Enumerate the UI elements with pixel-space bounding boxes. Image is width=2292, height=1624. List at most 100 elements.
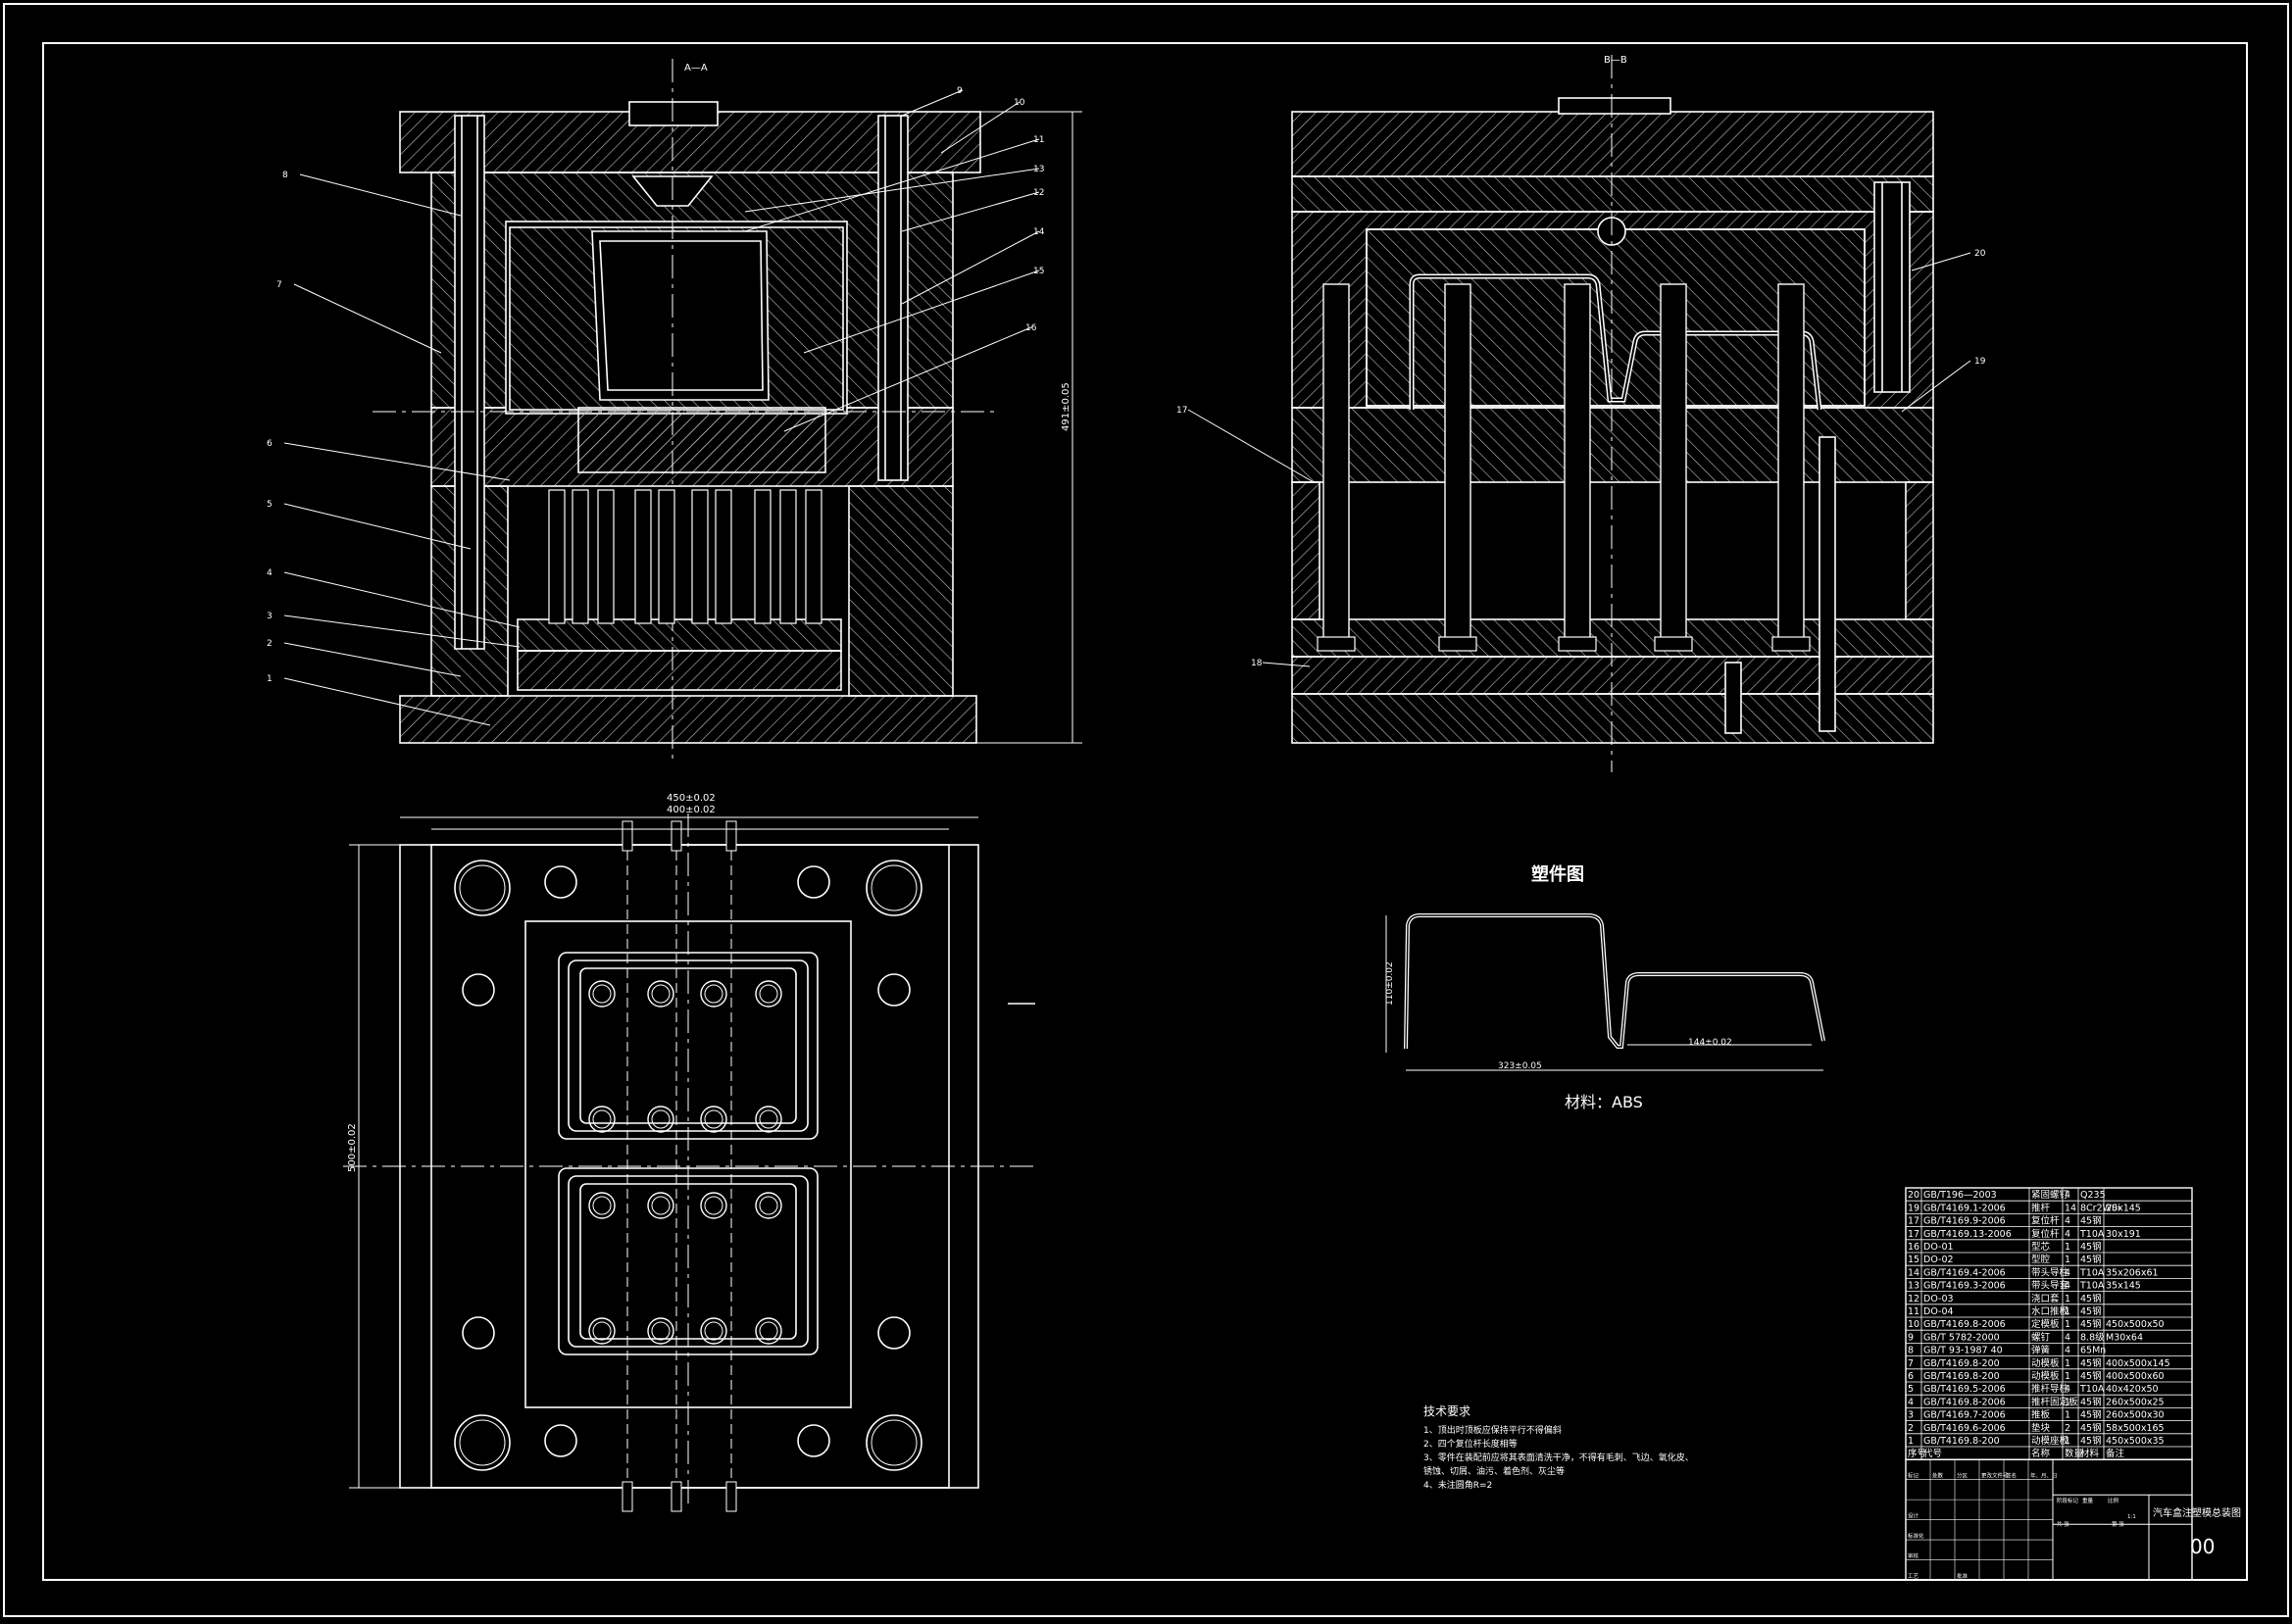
pin-hole-inner [651, 984, 671, 1004]
bom-cell: 型腔 [2031, 1254, 2051, 1265]
bom-cell: GB/T196—2003 [1923, 1190, 1997, 1201]
leader-number: 11 [1033, 135, 1044, 145]
pin-hole [755, 1317, 782, 1345]
leader-number: 13 [1033, 165, 1044, 174]
ejector-pin [634, 489, 652, 624]
bom-cell: 260x500x25 [2106, 1397, 2165, 1407]
bom-cell: 17 [1908, 1216, 1919, 1227]
guide-hole-inner [459, 1419, 506, 1466]
tech-line: 1、顶出时顶板应保持平行不得偏斜 [1423, 1424, 1562, 1436]
bom-cell: 14 [2065, 1203, 2076, 1213]
pin-hole [755, 1106, 782, 1133]
bom-cell: GB/T4169.7-2006 [1923, 1410, 2006, 1421]
title-block-label: 比例 [2108, 1497, 2119, 1504]
title-block-label: 重量 [2082, 1497, 2094, 1504]
screw-hole [797, 1424, 830, 1457]
bom-cell: 型芯 [2031, 1241, 2051, 1253]
title-block-label: 分区 [1957, 1472, 1968, 1480]
leader-number: 7 [276, 280, 282, 290]
tech-line: 3、零件在装配前应将其表面清洗干净，不得有毛刺、飞边、氧化皮、 [1423, 1452, 1694, 1463]
leader-line [299, 173, 462, 217]
leader-line [783, 326, 1032, 432]
pin-head [1438, 636, 1477, 652]
bom-cell: 带头导套 [2031, 1280, 2069, 1292]
bom-cell: GB/T4169.1-2006 [1923, 1203, 2006, 1213]
pin-hole-inner [651, 1109, 671, 1129]
bom-cell: 1 [2065, 1306, 2070, 1317]
ejector-pin [805, 489, 822, 624]
bom-cell: 4 [2065, 1216, 2070, 1227]
bom-cell: 45钢 [2080, 1215, 2102, 1227]
bom-cell: 8 [1908, 1346, 1914, 1356]
bom-header-cell: 代号 [1923, 1449, 1942, 1459]
title-block-label: 1:1 [2127, 1514, 2136, 1520]
water-fitting [671, 1481, 682, 1512]
pin-hole-inner [704, 1196, 723, 1215]
pin-hole-inner [651, 1196, 671, 1215]
section-view-b [1291, 55, 1934, 772]
bom-cell: 1 [2065, 1242, 2070, 1253]
pin-hole-inner [651, 1321, 671, 1341]
pin-hole-inner [704, 1109, 723, 1129]
bom-cell: DO-02 [1923, 1255, 1954, 1265]
leader-line [283, 503, 472, 550]
ejector-pin [691, 489, 709, 624]
bom-cell: GB/T4169.8-200 [1923, 1358, 2000, 1369]
leader-line [940, 101, 1021, 154]
bom-cell: 45钢 [2080, 1357, 2102, 1369]
bom-cell: 45钢 [2080, 1254, 2102, 1265]
inner-frame [42, 42, 2248, 1581]
pin-head [1317, 636, 1356, 652]
bom-cell: 1 [1908, 1436, 1914, 1447]
ejector-pin [754, 489, 772, 624]
guide-hole-inner [871, 864, 918, 911]
bom-cell: 13 [1908, 1281, 1919, 1292]
bom-header-cell: 名称 [2031, 1448, 2051, 1459]
bom-cell: 1 [2065, 1255, 2070, 1265]
tech-line: 2、四个复位杆长度相等 [1423, 1438, 1518, 1450]
bom-cell: 动模板 [2031, 1370, 2060, 1382]
title-block-label: 更改文件号 [1981, 1472, 2009, 1480]
bom-cell: 推杆固定板 [2031, 1396, 2078, 1407]
water-fitting [622, 1481, 633, 1512]
bom-cell: 16 [1908, 1242, 1919, 1253]
leader-line [1901, 360, 1971, 413]
leader-line [1911, 252, 1971, 271]
bom-cell: 6 [1908, 1371, 1914, 1382]
bom-cell: 17 [1908, 1229, 1919, 1240]
bom-cell: 4 [2065, 1229, 2070, 1240]
bom-cell: 4 [2065, 1267, 2070, 1278]
bom-cell: 45钢 [2080, 1305, 2102, 1317]
title-block-label: 共 张 [2057, 1520, 2069, 1528]
pin-hole [700, 980, 727, 1008]
bom-cell: 4 [2065, 1281, 2070, 1292]
bom-cell: 400x500x145 [2106, 1358, 2170, 1369]
leader-number: 8 [282, 171, 288, 180]
ejector-pin [572, 489, 589, 624]
bom-cell: 8.8级 [2080, 1331, 2105, 1343]
leader-number: 9 [957, 86, 963, 96]
bom-cell: 35x206x61 [2106, 1267, 2159, 1278]
bom-cell: 9 [1908, 1332, 1914, 1343]
bom-cell: 3 [1908, 1410, 1914, 1421]
bom-cell: 45钢 [2080, 1435, 2102, 1447]
leader-line [283, 615, 521, 648]
leader-number: 6 [267, 439, 273, 449]
bom-cell: 1 [2065, 1294, 2070, 1304]
bom-cell: 45钢 [2080, 1370, 2102, 1382]
leader-line [283, 571, 521, 628]
bom-cell: 45钢 [2080, 1409, 2102, 1421]
leader-line [283, 442, 511, 481]
bom-cell: 带头导柱 [2031, 1266, 2069, 1278]
bom-cell: 动模座板 [2031, 1435, 2069, 1447]
title-block-label: 设计 [1908, 1512, 1919, 1520]
drawing-number: 00 [2190, 1535, 2215, 1558]
bom-cell: 紧固螺钉 [2031, 1190, 2069, 1201]
dim-height-a: 491±0.05 [1061, 382, 1071, 431]
bom-cell: 20 [1908, 1190, 1919, 1201]
bom-cell: 11 [1908, 1306, 1919, 1317]
title-block-label: 工艺 [1908, 1573, 1919, 1580]
bom-cell: 弹簧 [2031, 1345, 2051, 1356]
pin-hole-inner [592, 1321, 612, 1341]
